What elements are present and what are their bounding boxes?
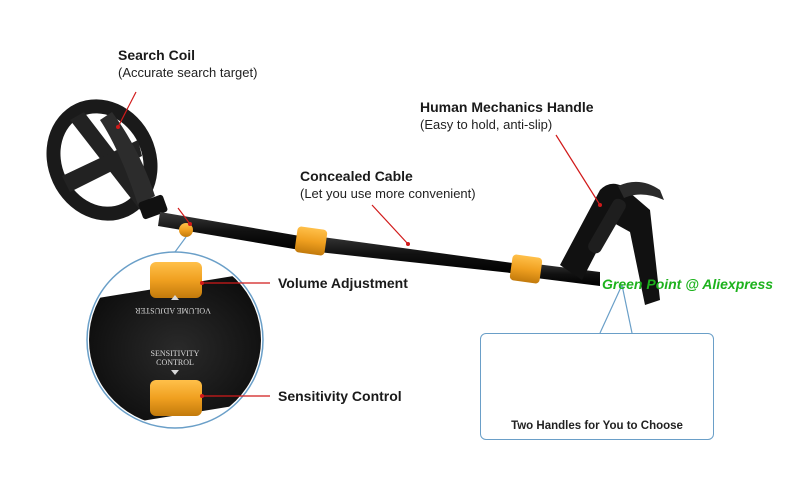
sensitivity-label: Sensitivity Control (278, 388, 402, 404)
search-coil-label: Search Coil (Accurate search target) (118, 46, 257, 82)
shaft (158, 212, 600, 286)
sensitivity-text-2: CONTROL (156, 358, 194, 367)
handles-options-box: Two Handles for You to Choose (480, 333, 714, 440)
cable-title: Concealed Cable (300, 168, 413, 184)
handle-label: Human Mechanics Handle (Easy to hold, an… (420, 98, 594, 134)
callouts (116, 91, 602, 398)
sensitivity-text-1: SENSITIVITY (151, 349, 200, 358)
handles-caption: Two Handles for You to Choose (511, 420, 683, 432)
search-coil-title: Search Coil (118, 47, 196, 63)
cable-subtitle: (Let you use more convenient) (300, 186, 476, 201)
search-coil-subtitle: (Accurate search target) (118, 65, 258, 80)
handle-subtitle: (Easy to hold, anti-slip) (420, 117, 553, 132)
volume-adjuster-text: VOLUME ADJUSTER (134, 306, 210, 315)
search-coil (46, 99, 168, 221)
zoom-panel: VOLUME ADJUSTER SENSITIVITY CONTROL (86, 251, 264, 429)
handle-title: Human Mechanics Handle (420, 99, 594, 115)
handle (560, 181, 664, 305)
watermark-text: Green Point @ Aliexpress (602, 276, 774, 292)
cable-label: Concealed Cable (Let you use more conven… (300, 167, 476, 203)
volume-label: Volume Adjustment (278, 275, 408, 291)
